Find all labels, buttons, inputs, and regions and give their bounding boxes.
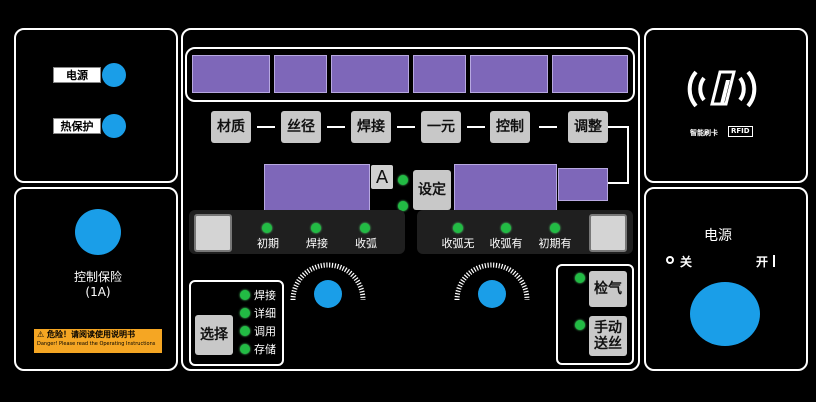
select-store-led xyxy=(240,344,250,354)
select-store-label: 存储 xyxy=(254,343,276,356)
welding-led xyxy=(311,223,321,233)
off-indicator-icon xyxy=(666,256,674,264)
smart-card-label: 智能刷卡 xyxy=(690,129,718,137)
material-button[interactable]: 材质 xyxy=(211,111,251,143)
display-segment-5 xyxy=(470,55,548,93)
set-led-lower xyxy=(398,201,408,211)
crater-off-label: 收弧无 xyxy=(441,237,475,250)
left-bottom-panel xyxy=(14,187,178,371)
set-button[interactable]: 设定 xyxy=(413,170,451,210)
crater-off-led xyxy=(453,223,463,233)
off-label: 关 xyxy=(680,255,693,269)
display-segment-4 xyxy=(413,55,466,93)
param-connector xyxy=(397,126,415,128)
power-indicator-led xyxy=(102,63,126,87)
right-knob[interactable] xyxy=(478,280,506,308)
initial-led xyxy=(262,223,272,233)
gas-check-button[interactable]: 检气 xyxy=(589,271,627,307)
select-box xyxy=(189,280,284,366)
initial-label: 初期 xyxy=(257,237,279,250)
rfid-icon xyxy=(687,70,757,108)
left-knob-arc xyxy=(290,262,366,301)
param-connector xyxy=(257,126,275,128)
crater-on-label: 收弧有 xyxy=(489,237,523,250)
param-connector xyxy=(539,126,557,128)
crater-led xyxy=(360,223,370,233)
control-button[interactable]: 控制 xyxy=(490,111,530,143)
manual-feed-led xyxy=(575,320,585,330)
param-connector xyxy=(467,126,485,128)
set-led-upper xyxy=(398,175,408,185)
crater-label: 收弧 xyxy=(355,237,377,250)
on-indicator-icon xyxy=(773,255,775,267)
right-knob-arc xyxy=(454,262,530,301)
current-display xyxy=(264,164,370,212)
top-display-frame xyxy=(185,47,635,102)
adjust-button[interactable]: 调整 xyxy=(568,111,608,143)
welding-button[interactable]: 焊接 xyxy=(351,111,391,143)
warning-text-cn: ⚠ 危险！请阅读使用说明书 xyxy=(37,330,135,339)
rfid-label: RFID xyxy=(728,126,753,137)
display-segment-2 xyxy=(274,55,327,93)
param-connector xyxy=(327,126,345,128)
gas-feed-box xyxy=(556,264,634,365)
center-panel xyxy=(181,28,640,371)
manual-feed-label-2: 送丝 xyxy=(594,336,622,352)
wire-diameter-button[interactable]: 丝径 xyxy=(281,111,321,143)
power-switch[interactable] xyxy=(690,282,760,346)
manual-feed-button[interactable]: 手动 送丝 xyxy=(589,316,627,356)
control-fuse[interactable] xyxy=(75,209,121,255)
warning-label: ⚠ 危险！请阅读使用说明书 Danger! Please read the Op… xyxy=(33,328,163,354)
select-detail-label: 详细 xyxy=(254,307,276,320)
select-recall-led xyxy=(240,326,250,336)
select-welding-label: 焊接 xyxy=(254,289,276,302)
crater-on-led xyxy=(501,223,511,233)
select-recall-label: 调用 xyxy=(254,325,276,338)
right-top-panel xyxy=(644,28,808,183)
display-segment-6 xyxy=(552,55,628,93)
initial-on-led xyxy=(550,223,560,233)
warning-text-en: Danger! Please read the Operating Instru… xyxy=(37,341,156,347)
adjust-connector xyxy=(608,126,629,184)
right-bottom-panel xyxy=(644,187,808,371)
display-segment-1 xyxy=(192,55,270,93)
select-button[interactable]: 选择 xyxy=(195,315,233,355)
right-mode-button[interactable] xyxy=(589,214,627,252)
thermal-protection-led xyxy=(102,114,126,138)
left-knob[interactable] xyxy=(314,280,342,308)
display-segment-3 xyxy=(331,55,409,93)
power-switch-title: 电源 xyxy=(704,228,732,244)
left-top-panel xyxy=(14,28,178,183)
control-fuse-label: 控制保险 xyxy=(73,270,122,284)
unified-button[interactable]: 一元 xyxy=(421,111,461,143)
select-detail-led xyxy=(240,308,250,318)
voltage-display xyxy=(454,164,557,212)
thermal-protection-label: 热保护 xyxy=(53,118,101,134)
control-fuse-rating: (1A) xyxy=(85,285,111,299)
select-welding-led xyxy=(240,290,250,300)
initial-on-label: 初期有 xyxy=(538,237,572,250)
power-indicator-label: 电源 xyxy=(53,67,101,83)
ampere-label: A xyxy=(371,165,393,189)
welding-label: 焊接 xyxy=(306,237,328,250)
aux-display xyxy=(558,168,608,201)
manual-feed-label-1: 手动 xyxy=(594,320,622,336)
left-mode-button[interactable] xyxy=(194,214,232,252)
gas-check-led xyxy=(575,273,585,283)
on-label: 开 xyxy=(756,255,769,269)
